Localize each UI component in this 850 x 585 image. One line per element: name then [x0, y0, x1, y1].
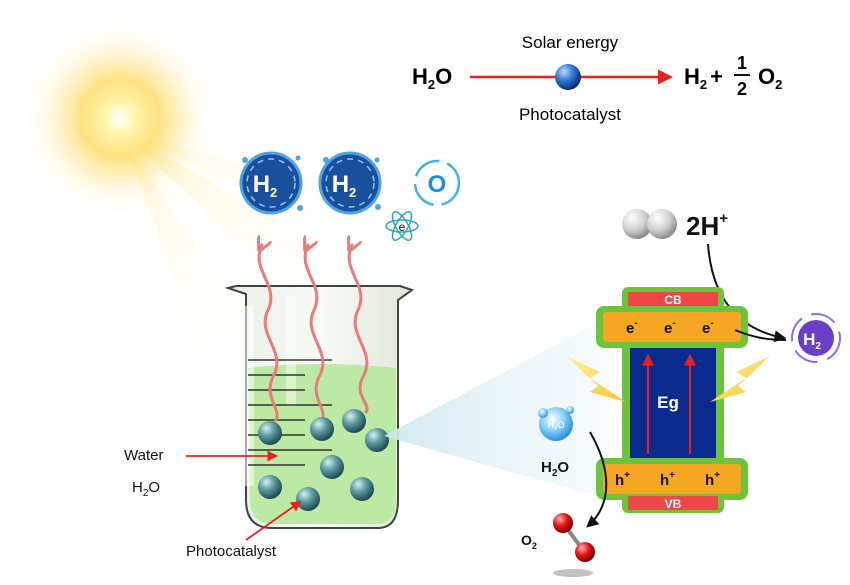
water-molecule-icon: H₂O [538, 406, 574, 441]
cb-tab [628, 292, 718, 306]
fraction-numerator: 1 [737, 53, 747, 73]
product-oxygen: O2 [758, 64, 782, 92]
band-gap [630, 348, 716, 458]
zoom-beam [384, 316, 610, 500]
svg-text:H2: H2 [253, 171, 278, 200]
band-gap-label: Eg [657, 393, 679, 412]
below-arrow-label: Photocatalyst [519, 105, 621, 124]
o2-label: O2 [521, 532, 537, 551]
hole-label: h+ [615, 470, 630, 489]
h2-molecule-icon: H2 [239, 151, 303, 215]
electron-atom-icon: e [385, 211, 419, 241]
valence-band [603, 464, 741, 494]
band-diagram: CB VB e- e- e- h+ h+ h+ Eg [596, 287, 748, 513]
reaction-equation: H2O Solar energy Photocatalyst H2+ 1 2 O… [412, 33, 782, 124]
svg-text:O: O [428, 171, 447, 198]
svg-text:H2: H2 [803, 330, 821, 352]
electron-label: e- [626, 318, 638, 337]
hole-label: h+ [660, 470, 675, 489]
photocatalyst-arrow [245, 500, 302, 541]
photocatalyst-label: Photocatalyst [186, 543, 277, 560]
hydrogen-rise-arrows [259, 245, 369, 422]
electron-transfer-line [734, 329, 787, 341]
vb-label: VB [665, 497, 682, 511]
svg-text:H₂O: H₂O [548, 420, 565, 430]
above-arrow-label: Solar energy [522, 33, 619, 52]
proton-molecule-icon [622, 209, 677, 239]
cb-label: CB [664, 293, 682, 307]
electron-label: e- [664, 318, 676, 337]
h2-product-icon: H2 [791, 313, 841, 363]
conduction-band [603, 312, 741, 342]
vb-tab [628, 496, 718, 510]
fraction-denominator: 2 [737, 79, 747, 99]
h2-molecule-icon: H2 [318, 151, 382, 215]
water-label: Water [124, 447, 163, 464]
proton-label: 2H+ [686, 210, 728, 241]
hole-label: h+ [705, 470, 720, 489]
photocatalyst-ball-icon [555, 64, 581, 90]
water-formula: H2O [132, 479, 160, 499]
water-oxidation-label: H2O [541, 459, 569, 479]
beaker [224, 245, 415, 529]
water-oxidation-arrow [586, 431, 608, 528]
svg-text:e: e [399, 220, 406, 234]
o2-molecule-icon [553, 513, 595, 577]
electron-label: e- [702, 318, 714, 337]
photocatalyst-particles [258, 409, 389, 511]
lightning-bolt-icon [710, 356, 770, 402]
oxygen-atom-icon: O [413, 159, 461, 207]
svg-text:H2: H2 [332, 171, 357, 200]
product-hydrogen: H2+ [684, 64, 723, 92]
reactant-water: H2O [412, 64, 452, 92]
lightning-bolt-icon [566, 356, 626, 402]
excitation-arrows [642, 353, 696, 454]
